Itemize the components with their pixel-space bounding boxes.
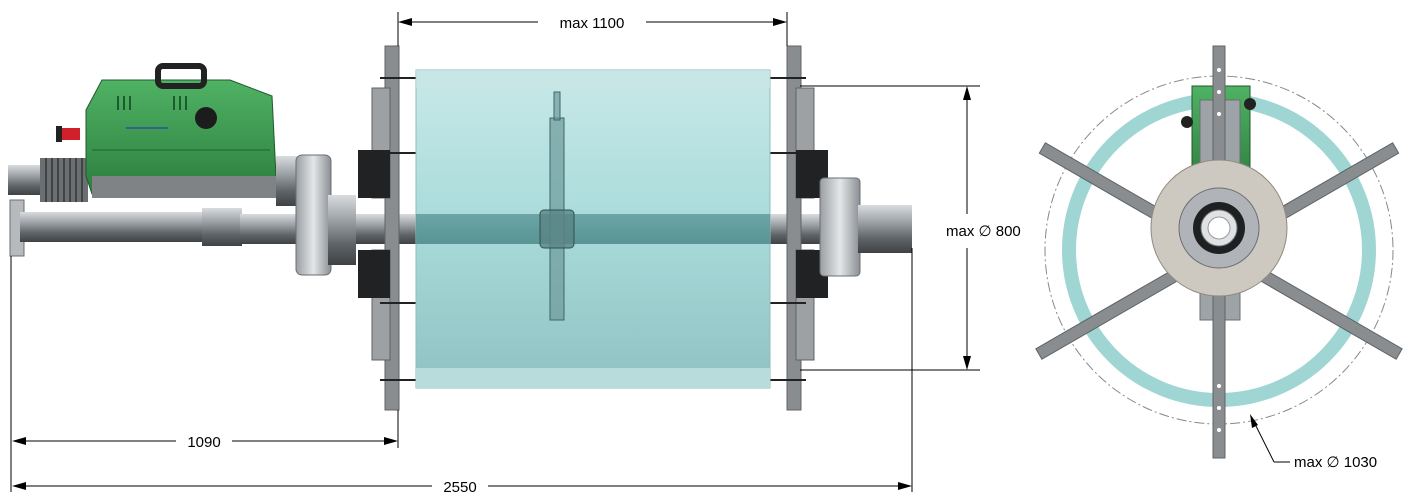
motor-vents xyxy=(117,96,187,110)
right-bearing xyxy=(819,177,861,277)
dimension-max-diameter: max ∅ 800 xyxy=(800,85,1021,371)
internal-hub xyxy=(539,209,575,249)
left-clamp-assembly xyxy=(358,45,416,411)
dimension-label-max-diameter: max ∅ 800 xyxy=(946,223,1021,240)
motor-handle-icon xyxy=(155,63,207,89)
tube-joint xyxy=(202,208,242,246)
dimension-label-max-length: max 1100 xyxy=(560,15,625,32)
shaft-end xyxy=(858,205,912,253)
dimension-label-max-outer-diameter: max ∅ 1030 xyxy=(1294,454,1377,471)
motor-knob-icon xyxy=(195,107,217,129)
side-view xyxy=(8,45,912,411)
dimension-label-offset: 1090 xyxy=(187,434,220,451)
right-clamp-assembly xyxy=(770,45,828,411)
lower-tube xyxy=(20,212,205,242)
dimension-max-outer-diameter: max ∅ 1030 xyxy=(1250,414,1377,471)
dimension-max-length: max 1100 xyxy=(397,12,788,46)
dimension-offset: 1090 xyxy=(10,256,399,492)
bellows-ribs xyxy=(45,158,83,202)
dimension-overall: 2550 xyxy=(12,248,913,496)
end-view xyxy=(1035,45,1403,459)
motor-unit xyxy=(56,63,277,195)
dimension-label-overall: 2550 xyxy=(443,479,476,496)
bearing-housing xyxy=(295,154,332,276)
red-valve-icon xyxy=(60,128,80,140)
gearbox xyxy=(92,176,282,198)
arm-holes xyxy=(1217,68,1221,432)
